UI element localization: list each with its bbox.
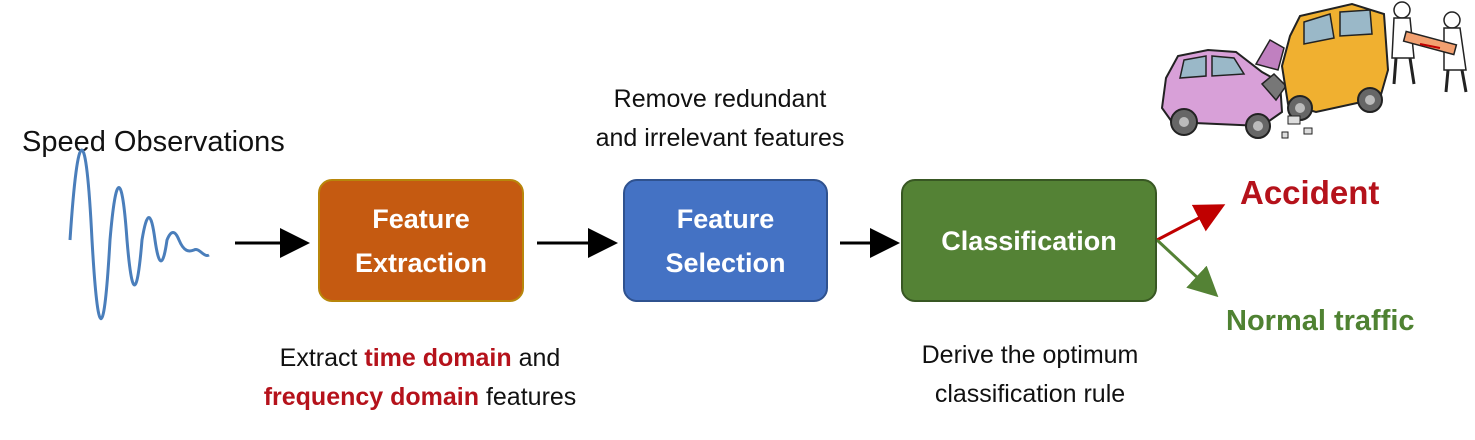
extraction-note-line1: Extract time domain and bbox=[210, 339, 630, 378]
feature-selection-box: Feature Selection bbox=[623, 179, 828, 302]
selection-note: Remove redundant and irrelevant features bbox=[560, 80, 880, 158]
extraction-note-pre: Extract bbox=[279, 344, 365, 372]
extraction-note-post: and bbox=[511, 344, 561, 372]
extraction-note: Extract time domain and frequency domain… bbox=[210, 339, 630, 417]
time-domain-highlight: time domain bbox=[364, 344, 512, 372]
normal-traffic-label: Normal traffic bbox=[1226, 305, 1415, 337]
feature-selection-line1: Feature bbox=[676, 203, 775, 234]
classification-note-line1: Derive the optimum bbox=[921, 341, 1139, 369]
arrow-to-normal bbox=[1155, 238, 1219, 298]
arrow-to-accident bbox=[1156, 204, 1226, 242]
damped-sine-wave-icon bbox=[68, 148, 210, 320]
extraction-note-line2-post: features bbox=[479, 383, 577, 411]
selection-note-line1: Remove redundant bbox=[613, 85, 827, 113]
classification-note-line2: classification rule bbox=[934, 380, 1126, 408]
classification-label: Classification bbox=[941, 225, 1117, 256]
accident-label: Accident bbox=[1240, 174, 1380, 211]
classification-box: Classification bbox=[901, 179, 1157, 302]
frequency-domain-highlight: frequency domain bbox=[263, 383, 480, 411]
selection-note-line2: and irrelevant features bbox=[595, 124, 845, 152]
feature-extraction-line2: Extraction bbox=[354, 247, 488, 278]
classification-note: Derive the optimum classification rule bbox=[880, 336, 1180, 414]
car-crash-illustration bbox=[1160, 1, 1468, 139]
feature-extraction-box: Feature Extraction bbox=[318, 179, 524, 302]
feature-selection-line2: Selection bbox=[665, 247, 786, 278]
input-label: Speed Observations bbox=[22, 126, 285, 158]
feature-extraction-line1: Feature bbox=[372, 203, 470, 234]
extraction-note-line2: frequency domain features bbox=[210, 378, 630, 417]
